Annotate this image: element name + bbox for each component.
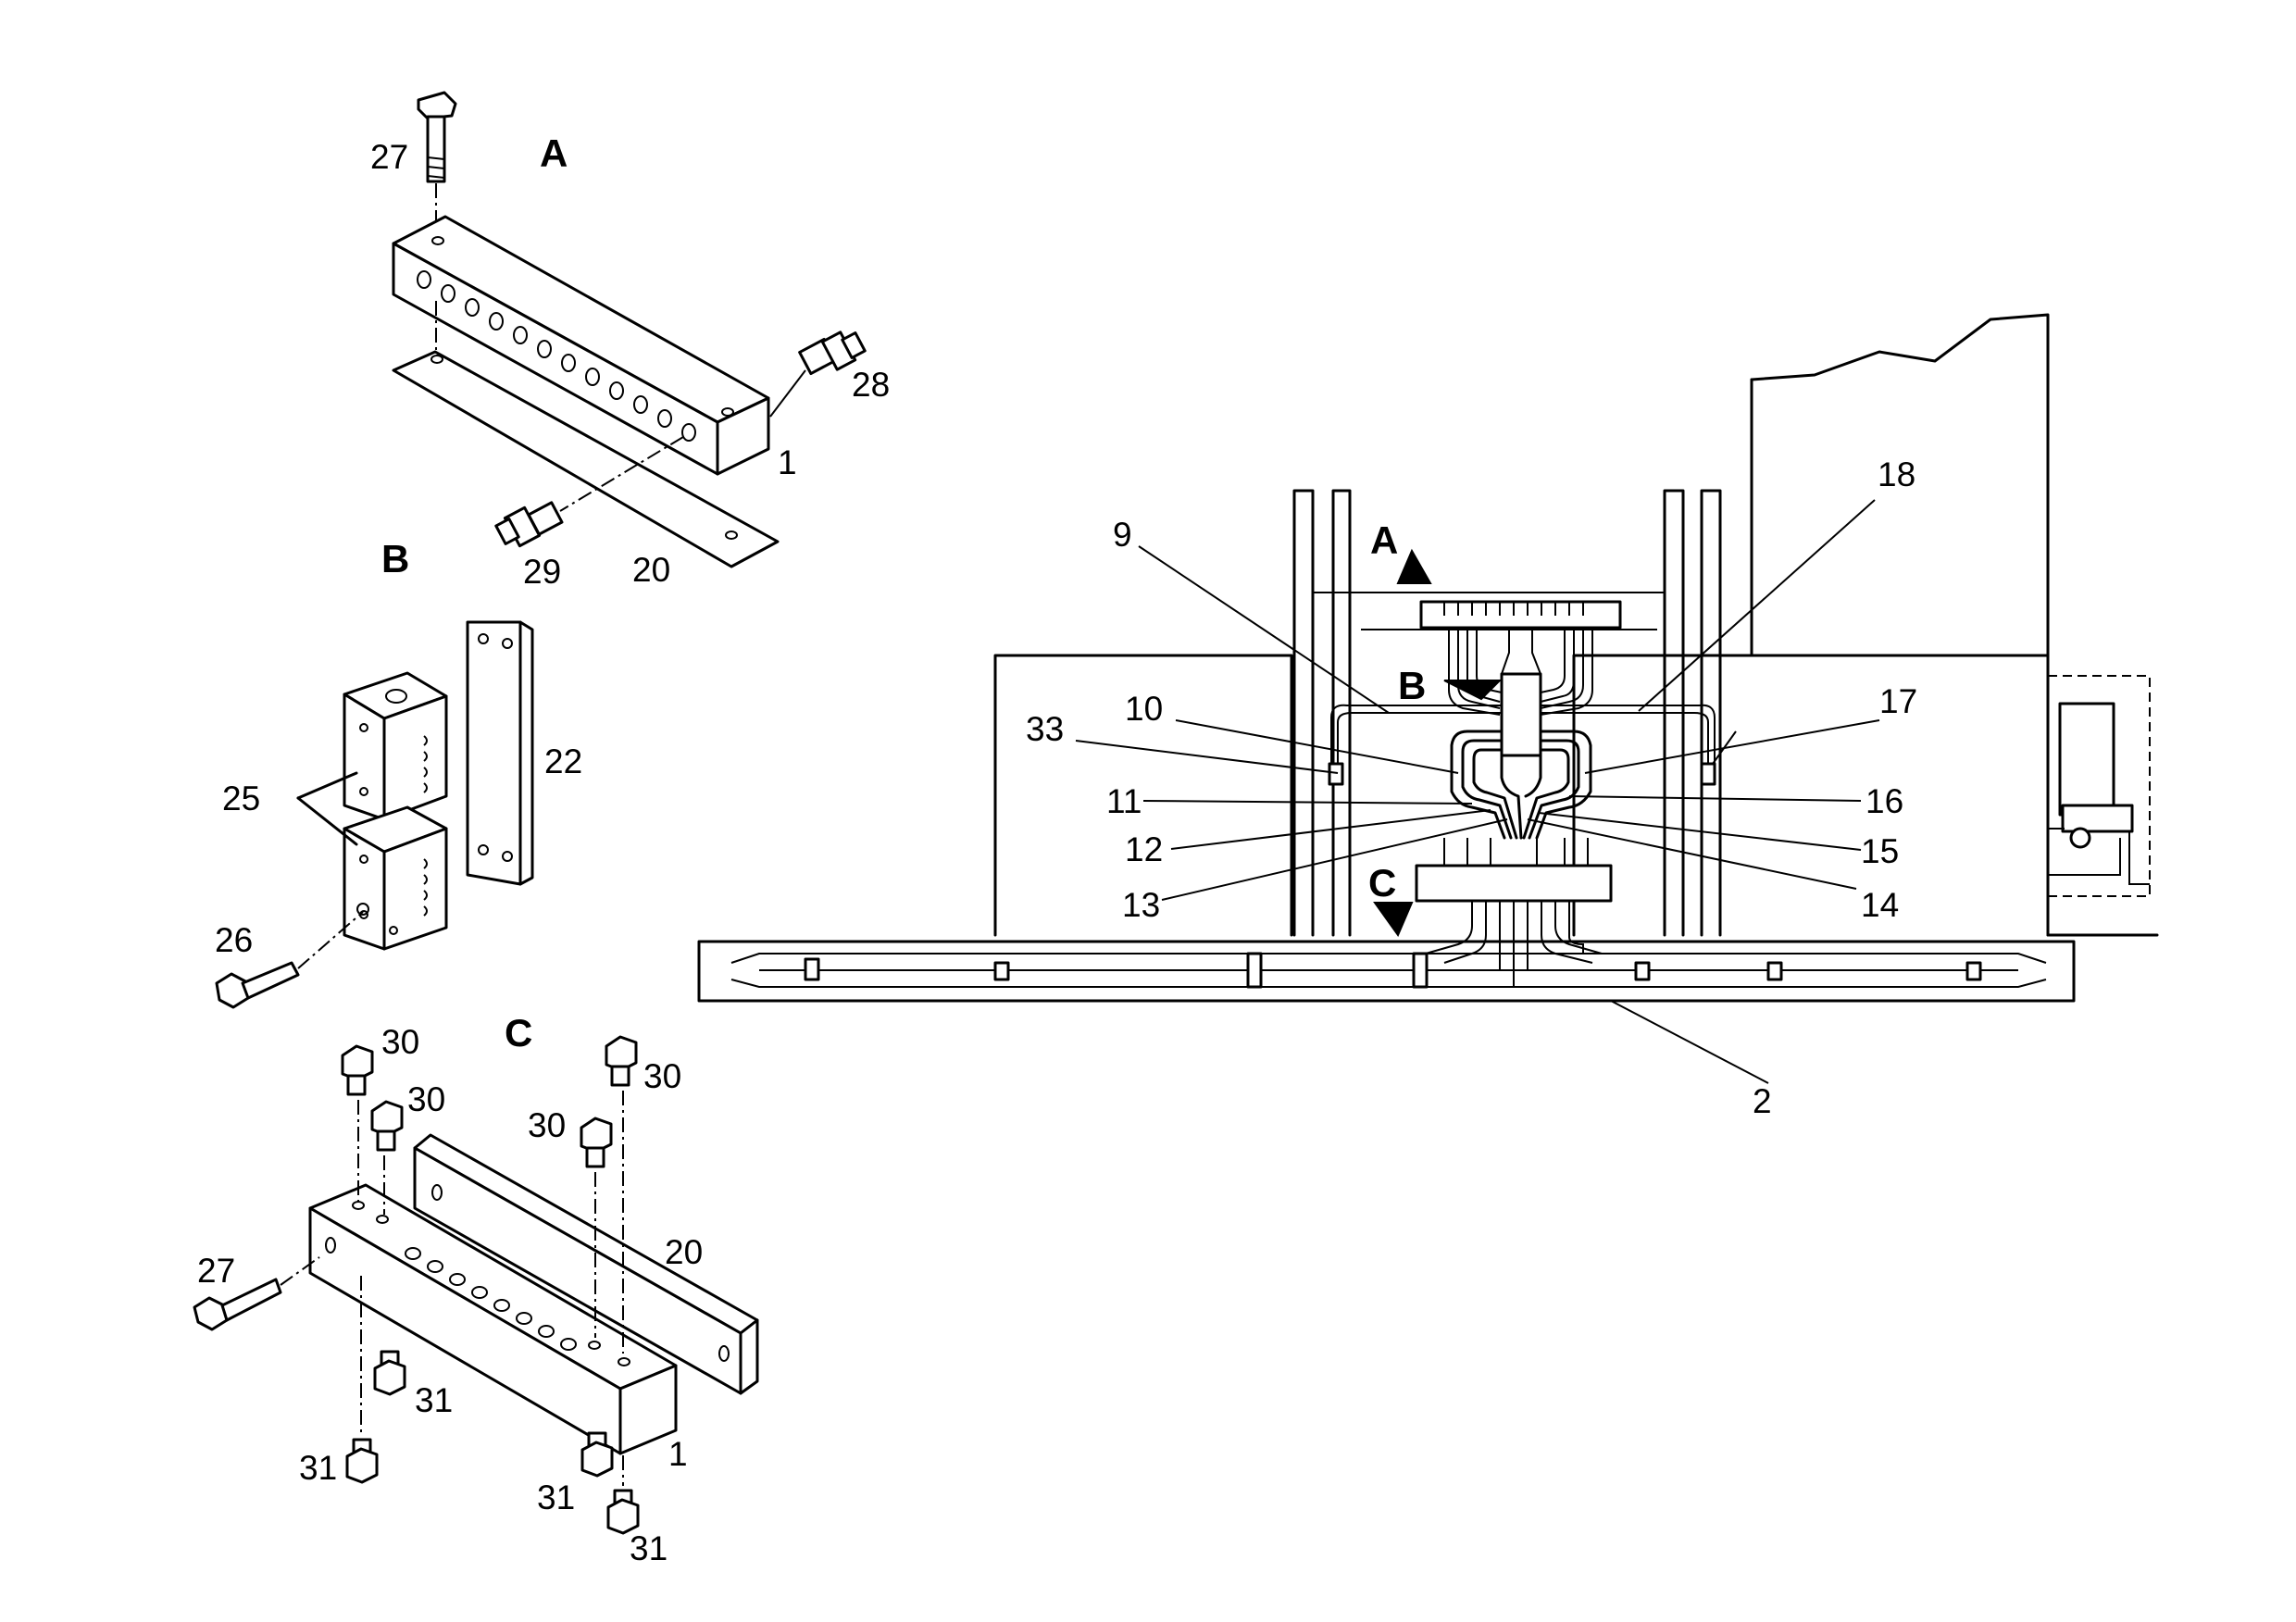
callout-14: 14	[1861, 886, 1899, 924]
callout-20-c: 20	[665, 1233, 703, 1271]
detail-c	[193, 1035, 759, 1535]
fitting-29	[494, 436, 684, 548]
callout-30-b: 30	[407, 1080, 445, 1118]
arrow-a	[1396, 548, 1432, 584]
labels: A B C A B C 27 28 1 29 20 22 25 26 30 30…	[197, 131, 1917, 1567]
detail-b	[215, 620, 534, 1009]
callout-1-c: 1	[668, 1435, 688, 1473]
plug-31-d	[606, 1489, 640, 1535]
distribution-block-1-c	[308, 1183, 678, 1455]
manifold-a	[1419, 600, 1622, 630]
valve-block-25-upper	[343, 671, 448, 821]
arrow-label-c: C	[1368, 861, 1396, 905]
callout-30-c: 30	[528, 1106, 566, 1144]
arrow-c	[1373, 902, 1414, 938]
bolt-27-c	[193, 1256, 320, 1331]
callout-25: 25	[222, 780, 260, 817]
plug-30-b	[370, 1100, 404, 1215]
callout-29: 29	[523, 553, 561, 591]
bolt-26	[215, 911, 364, 1009]
plug-30-c	[605, 1035, 638, 1486]
view-label-c: C	[505, 1011, 532, 1054]
view-label-a: A	[540, 131, 568, 175]
callout-31-b: 31	[299, 1449, 337, 1487]
callout-30-a: 30	[381, 1023, 419, 1061]
arrow-label-a: A	[1370, 518, 1398, 562]
callout-11: 11	[1106, 782, 1142, 820]
callout-9: 9	[1113, 516, 1132, 554]
bolt-27-top	[417, 91, 457, 236]
plug-30-a	[341, 1044, 374, 1202]
callout-28: 28	[852, 366, 890, 404]
plug-31-a	[373, 1350, 406, 1396]
callout-16: 16	[1866, 782, 1903, 820]
leader-lines	[1075, 499, 1880, 1084]
gasket-plate-20-c	[413, 1133, 759, 1395]
callout-31-c: 31	[537, 1479, 575, 1516]
callout-10: 10	[1125, 690, 1163, 728]
detail-a	[392, 91, 867, 568]
callout-18: 18	[1878, 455, 1915, 493]
callout-33: 33	[1026, 710, 1064, 748]
gasket-plate-20	[392, 350, 780, 568]
valve-block-b	[1500, 672, 1542, 757]
plug-30-d	[580, 1117, 613, 1338]
plug-31-c	[580, 1431, 614, 1478]
callout-27-c: 27	[197, 1252, 235, 1290]
valve-block-25-lower	[343, 805, 448, 951]
callout-30-d: 30	[643, 1057, 681, 1095]
distribution-block-1	[392, 215, 770, 476]
callout-20-a: 20	[632, 551, 670, 589]
callout-31-a: 31	[415, 1381, 453, 1419]
callout-12: 12	[1125, 830, 1163, 868]
arrow-label-b: B	[1398, 664, 1426, 707]
callout-15: 15	[1861, 832, 1899, 870]
callout-17: 17	[1879, 682, 1917, 720]
callout-26: 26	[215, 921, 253, 959]
callout-13: 13	[1122, 886, 1160, 924]
main-assembly	[697, 313, 2159, 1003]
base-rail-2	[697, 940, 2076, 1003]
plate-22	[466, 620, 534, 886]
port-holes	[417, 270, 696, 442]
fitting-28	[769, 331, 867, 418]
callout-2: 2	[1753, 1082, 1772, 1120]
manifold-c	[1415, 838, 1613, 987]
port-holes-c	[405, 1247, 577, 1351]
plug-31-b	[345, 1438, 379, 1484]
view-label-b: B	[381, 537, 409, 580]
arrow-b	[1443, 680, 1503, 701]
callout-1-a: 1	[778, 443, 797, 481]
callout-27-a: 27	[370, 138, 408, 176]
callout-31-d: 31	[630, 1529, 668, 1567]
callout-22: 22	[544, 742, 582, 780]
